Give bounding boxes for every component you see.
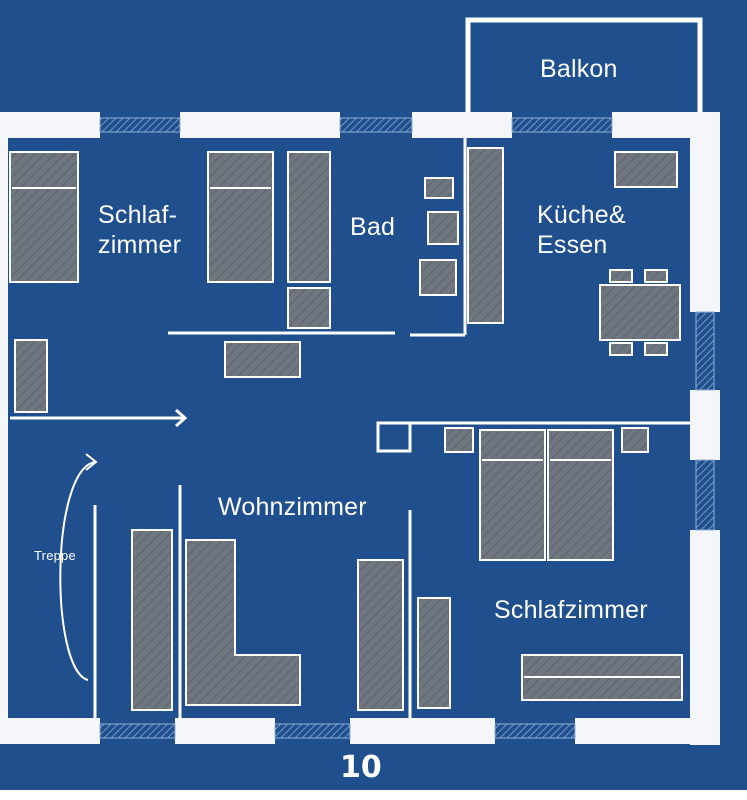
label-kitchen: Küche& Essen: [537, 201, 626, 259]
window-right-2: [695, 459, 715, 531]
label-balcony: Balkon: [540, 55, 618, 83]
label-stairs: Treppe: [34, 548, 76, 563]
bedroom-shelf: [417, 597, 451, 709]
wall-right-lower: [690, 530, 720, 745]
window-bottom-1: [99, 723, 176, 739]
balcony-outline: [465, 17, 703, 112]
window-right-1: [695, 311, 715, 391]
page-number: 10: [340, 750, 382, 785]
wall-bottom-mid-a: [175, 718, 275, 744]
bedside-left: [444, 427, 474, 453]
nightstand: [224, 341, 301, 378]
wall-top-mid: [180, 112, 340, 138]
cabinet-bad: [287, 287, 331, 329]
bath-item-3: [419, 259, 457, 296]
wardrobe-bad: [287, 151, 331, 283]
window-top-2: [339, 117, 413, 133]
l-sofa: [185, 539, 301, 706]
kitchen-counter: [614, 151, 678, 188]
window-top-1: [99, 117, 181, 133]
window-bottom-3: [494, 723, 576, 739]
shelf-left: [14, 339, 48, 413]
wall-right-mid: [690, 390, 720, 460]
wall-right-upper: [690, 112, 720, 312]
windows: [99, 117, 715, 739]
bath-item-2: [427, 211, 459, 245]
label-bathroom: Bad: [350, 213, 396, 241]
interior-walls: [10, 138, 690, 718]
wall-left: [0, 112, 8, 742]
wall-top-bad: [412, 112, 512, 138]
bath-item-1: [424, 177, 454, 199]
wall-bottom-right: [575, 718, 720, 744]
bed-pillow-lines: [12, 187, 680, 678]
furniture: [9, 147, 683, 711]
shower: [467, 147, 504, 324]
label-bedroom-large: Schlafzimmer: [494, 596, 648, 624]
chair-1: [609, 269, 633, 283]
chair-4: [644, 342, 668, 356]
bottom-border: [0, 790, 747, 800]
stairs-arrow: [59, 453, 98, 681]
label-bedroom-small: Schlaf- zimmer: [98, 201, 182, 259]
exterior-walls: [0, 112, 720, 745]
living-cabinet: [131, 529, 173, 711]
wall-bottom-left: [0, 718, 100, 744]
chair-3: [609, 342, 633, 356]
label-living-room: Wohnzimmer: [218, 493, 367, 521]
bedside-right: [621, 427, 649, 453]
window-bottom-2: [274, 723, 351, 739]
bed-small-left: [9, 151, 79, 283]
dining-table: [599, 284, 681, 341]
wall-top-left: [0, 112, 100, 138]
chair-2: [644, 269, 668, 283]
bed-small-right: [207, 151, 274, 283]
wall-bottom-mid-b: [350, 718, 495, 744]
window-top-3: [511, 117, 613, 133]
double-bed-right: [547, 429, 614, 561]
tv-unit: [357, 559, 404, 711]
double-bed-left: [479, 429, 546, 561]
